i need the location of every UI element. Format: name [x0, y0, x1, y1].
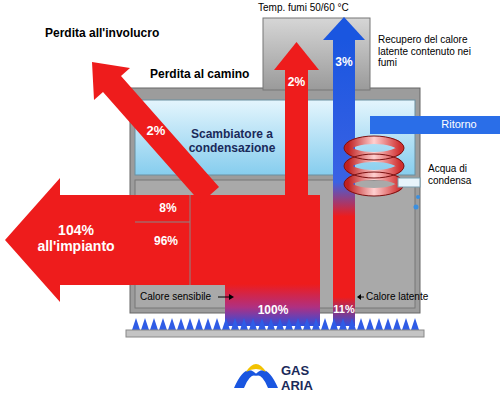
flame [204, 318, 212, 330]
flame [339, 318, 347, 330]
flame [195, 318, 203, 330]
flame [384, 318, 392, 330]
flue-temperature: Temp. fumi 50/60 °C [258, 2, 349, 14]
flame [168, 318, 176, 330]
flame [357, 318, 365, 330]
percent-value: 3% [334, 56, 354, 70]
flame [141, 318, 149, 330]
flame [393, 318, 401, 330]
flame [177, 318, 185, 330]
latent-heat: Calore latente [366, 291, 428, 303]
flame [231, 318, 239, 330]
percent-value: 2% [143, 124, 169, 139]
flame [321, 318, 329, 330]
logo-text: GAS ARIA [281, 364, 323, 394]
sensible-heat: Calore sensibile [140, 291, 211, 303]
output-label: 104% all'impianto [28, 222, 124, 254]
flame [186, 318, 194, 330]
node-text: Scambiatore a condensazione [180, 128, 284, 156]
flame [312, 318, 320, 330]
flame [240, 318, 248, 330]
return-pipe: Ritorno [440, 117, 478, 132]
flame [132, 318, 140, 330]
percent-value: 11% [331, 303, 357, 316]
flame [150, 318, 158, 330]
condensate-label: Acqua di condensa [428, 163, 496, 186]
flame [375, 318, 383, 330]
flame [276, 318, 284, 330]
flame [258, 318, 266, 330]
chimney-loss: Perdita al camino [150, 68, 249, 82]
flame [222, 318, 230, 330]
flame [402, 318, 410, 330]
flame [249, 318, 257, 330]
percent-value: 100% [250, 304, 296, 318]
latent-recovery-note: Recupero del calore latente contenuto ne… [378, 34, 486, 69]
casing-loss: Perdita all'involucro [45, 27, 159, 41]
flame [159, 318, 167, 330]
percent-value: 96% [146, 235, 186, 249]
node-text: Ritorno [441, 118, 477, 131]
flame [303, 318, 311, 330]
flame [366, 318, 374, 330]
flame [330, 318, 338, 330]
flame [285, 318, 293, 330]
flame [348, 318, 356, 330]
flame [294, 318, 302, 330]
flame [411, 318, 419, 330]
exchanger-band: Scambiatore a condensazione [178, 126, 286, 158]
flame [213, 318, 221, 330]
percent-value: 2% [285, 76, 308, 90]
percent-value: 8% [150, 202, 186, 216]
flame [267, 318, 275, 330]
